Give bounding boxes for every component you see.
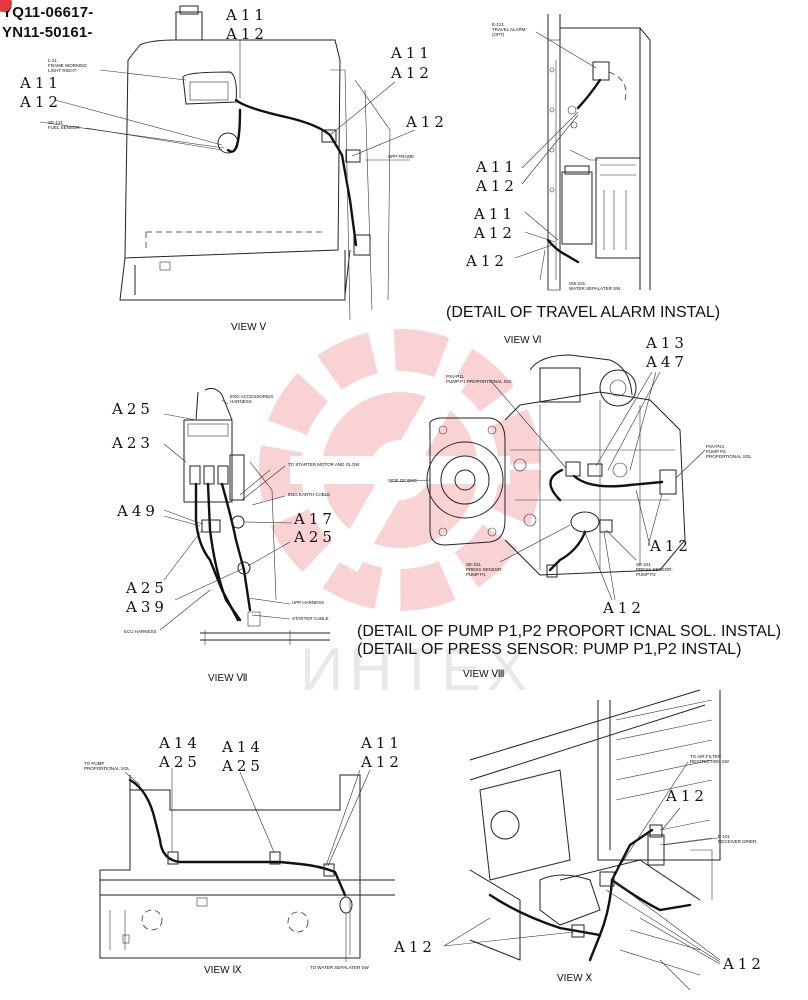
callout-v-a12-mid: A12 xyxy=(405,113,448,131)
note-v-se121: SE-121 xyxy=(48,120,64,125)
callout-ix-a14-mid: A14 xyxy=(221,738,264,756)
callout-ix-a11: A11 xyxy=(360,734,403,752)
note-vii-eng-earth: ENG EARTH CABLE xyxy=(288,492,330,497)
callout-viii-a13: A13 xyxy=(645,334,688,352)
callout-ix-a25-left: A25 xyxy=(158,753,201,771)
note-v-light: LIGHT RIGHT xyxy=(48,68,77,73)
view-vi-drawing xyxy=(539,14,651,291)
note-x-e101: E-101 xyxy=(718,834,731,839)
note-x-receiver-drier: RECEIVER DRIER xyxy=(718,839,757,844)
callout-v-a12-left: A12 xyxy=(19,93,62,111)
view-vi-label: VIEW Ⅵ xyxy=(504,335,542,346)
callout-x-a12-right: A12 xyxy=(722,955,765,973)
callout-vii-a25-top: A25 xyxy=(111,400,154,418)
note-viii-se221: SE-221 xyxy=(466,562,482,567)
view-vi-detail-title: (DETAIL OF TRAVEL ALARM INSTAL) xyxy=(446,304,720,321)
view-vii-drawing xyxy=(183,387,330,645)
callout-vi-a11-lower: A11 xyxy=(473,205,516,223)
callout-vii-a25-bottom: A25 xyxy=(125,579,168,597)
note-viii-psv-p11: PSV-P11 xyxy=(446,374,464,379)
view-v-label: VIEW Ⅴ xyxy=(231,322,266,333)
callout-v-a11-right: A11 xyxy=(390,44,433,62)
callout-ix-a25-mid: A25 xyxy=(221,757,264,775)
callout-x-a12-top: A12 xyxy=(665,787,708,805)
view-viii-leaders xyxy=(389,371,706,601)
callout-vi-a12-bottom: A12 xyxy=(465,252,508,270)
note-viii-proportional-sol: PROPORTIONAL SOL xyxy=(706,454,752,459)
view-vi-leaders xyxy=(514,31,597,259)
callout-vi-a12-upper: A12 xyxy=(475,177,518,195)
note-x-restriction-sw: RESTRICTION SW xyxy=(690,759,730,764)
note-viii-pump-p2-sensor: PUMP P2 xyxy=(636,572,656,577)
note-vi-e121: E-121 xyxy=(492,22,505,27)
callout-v-a11-top: A11 xyxy=(225,6,268,24)
note-vii-harness: HARNESS xyxy=(230,399,252,404)
note-vi-water-sepalater: WATER SEPALATER SW xyxy=(569,286,621,291)
view-ix-drawing xyxy=(99,774,395,959)
note-v-fuel: FUEL SENSOR xyxy=(48,125,80,130)
note-vii-upp-harness: UPP HARNESS xyxy=(292,600,324,605)
view-ix-leaders xyxy=(124,768,371,962)
note-viii-pump-p2: PUMP P2 xyxy=(706,449,726,454)
note-v-upp-frame: UPP FRAME xyxy=(388,154,414,159)
note-v-frame: FRAME WORKING xyxy=(48,63,87,68)
view-v-leaders xyxy=(39,40,416,161)
callout-vii-a25-right: A25 xyxy=(293,528,336,546)
serial-number-1: YQ11-06617- xyxy=(2,4,94,21)
callout-v-a11-left: A11 xyxy=(19,74,62,92)
note-vii-ecu-harness: ECU HARNESS xyxy=(124,629,157,634)
svg-text:ИНТЕХ: ИНТЕХ xyxy=(300,636,533,703)
view-viii-detail-title-2: (DETAIL OF PRESS SENSOR: PUMP P1,P2 INST… xyxy=(357,641,741,658)
note-viii-psv-p21: PSV-P21 xyxy=(706,444,725,449)
view-viii-drawing xyxy=(426,354,686,578)
callout-viii-a47: A47 xyxy=(645,353,688,371)
view-x-label: VIEW Ⅹ xyxy=(557,973,592,984)
note-vii-eng-accessories: ENG ACCESSORIES xyxy=(230,394,273,399)
corner-badge-icon xyxy=(0,0,12,12)
note-viii-se231: SE-231 xyxy=(636,562,652,567)
note-vi-travel-alarm: TRAVEL ALARM xyxy=(492,27,526,32)
callout-viii-a12-bottom: A12 xyxy=(602,599,645,617)
callout-v-a12-top: A12 xyxy=(225,25,268,43)
note-vii-starter-motor: TO STARTER MOTOR AND GLOW xyxy=(288,462,360,467)
callout-ix-a12: A12 xyxy=(360,753,403,771)
note-vii-starter-cable: STARTER CABLE xyxy=(292,616,329,621)
callout-vii-a17: A17 xyxy=(293,510,336,528)
callout-vii-a49: A49 xyxy=(116,502,159,520)
callout-vi-a12-lower: A12 xyxy=(473,224,516,242)
note-viii-pump-p1-sol: PUMP P1 PROPORTIONAL SOL xyxy=(446,379,513,384)
view-x-drawing xyxy=(469,689,721,991)
note-vi-sw231: SW-231 xyxy=(569,281,586,286)
callout-viii-a12-right: A12 xyxy=(649,537,692,555)
view-v-drawing xyxy=(119,5,391,321)
view-ix-label: VIEW Ⅸ xyxy=(204,965,242,976)
view-viii-detail-title-1: (DETAIL OF PUMP P1,P2 PROPORT ICNAL SOL.… xyxy=(357,623,781,640)
callout-vii-a39: A39 xyxy=(125,598,168,616)
view-viii-label: VIEW Ⅷ xyxy=(463,669,505,680)
note-viii-pump-p1: PUMP P1 xyxy=(466,572,486,577)
callout-vi-a11-upper: A11 xyxy=(475,158,518,176)
view-x-leaders xyxy=(443,761,721,965)
view-vii-label: VIEW Ⅶ xyxy=(208,673,248,684)
serial-number-2: YN11-50161- xyxy=(2,24,93,41)
callout-ix-a14-left: A14 xyxy=(158,734,201,752)
view-vii-leaders xyxy=(159,399,293,631)
callout-x-a12-left: A12 xyxy=(393,938,436,956)
note-viii-press-sensor-2: PRESS SENSOR: xyxy=(636,567,673,572)
note-ix-proportional-sol: PROPORTIONAL SOL xyxy=(84,766,130,771)
callout-vii-a23: A23 xyxy=(111,434,154,452)
note-v-l21: L-21 xyxy=(48,58,58,63)
callout-v-a12-right: A12 xyxy=(390,64,433,82)
note-x-to-air-filter: TO AIR FILTER xyxy=(690,754,722,759)
note-vi-opt: (OPT) xyxy=(492,32,505,37)
note-ix-to-water-sepalater: TO WATER SEPALATER SW xyxy=(310,965,370,970)
note-viii-side-of-eng: SIDE OF ENG xyxy=(388,478,418,483)
note-ix-to-pump: TO PUMP xyxy=(84,761,104,766)
note-viii-press-sensor-1: PRESS SENSOR: xyxy=(466,567,503,572)
